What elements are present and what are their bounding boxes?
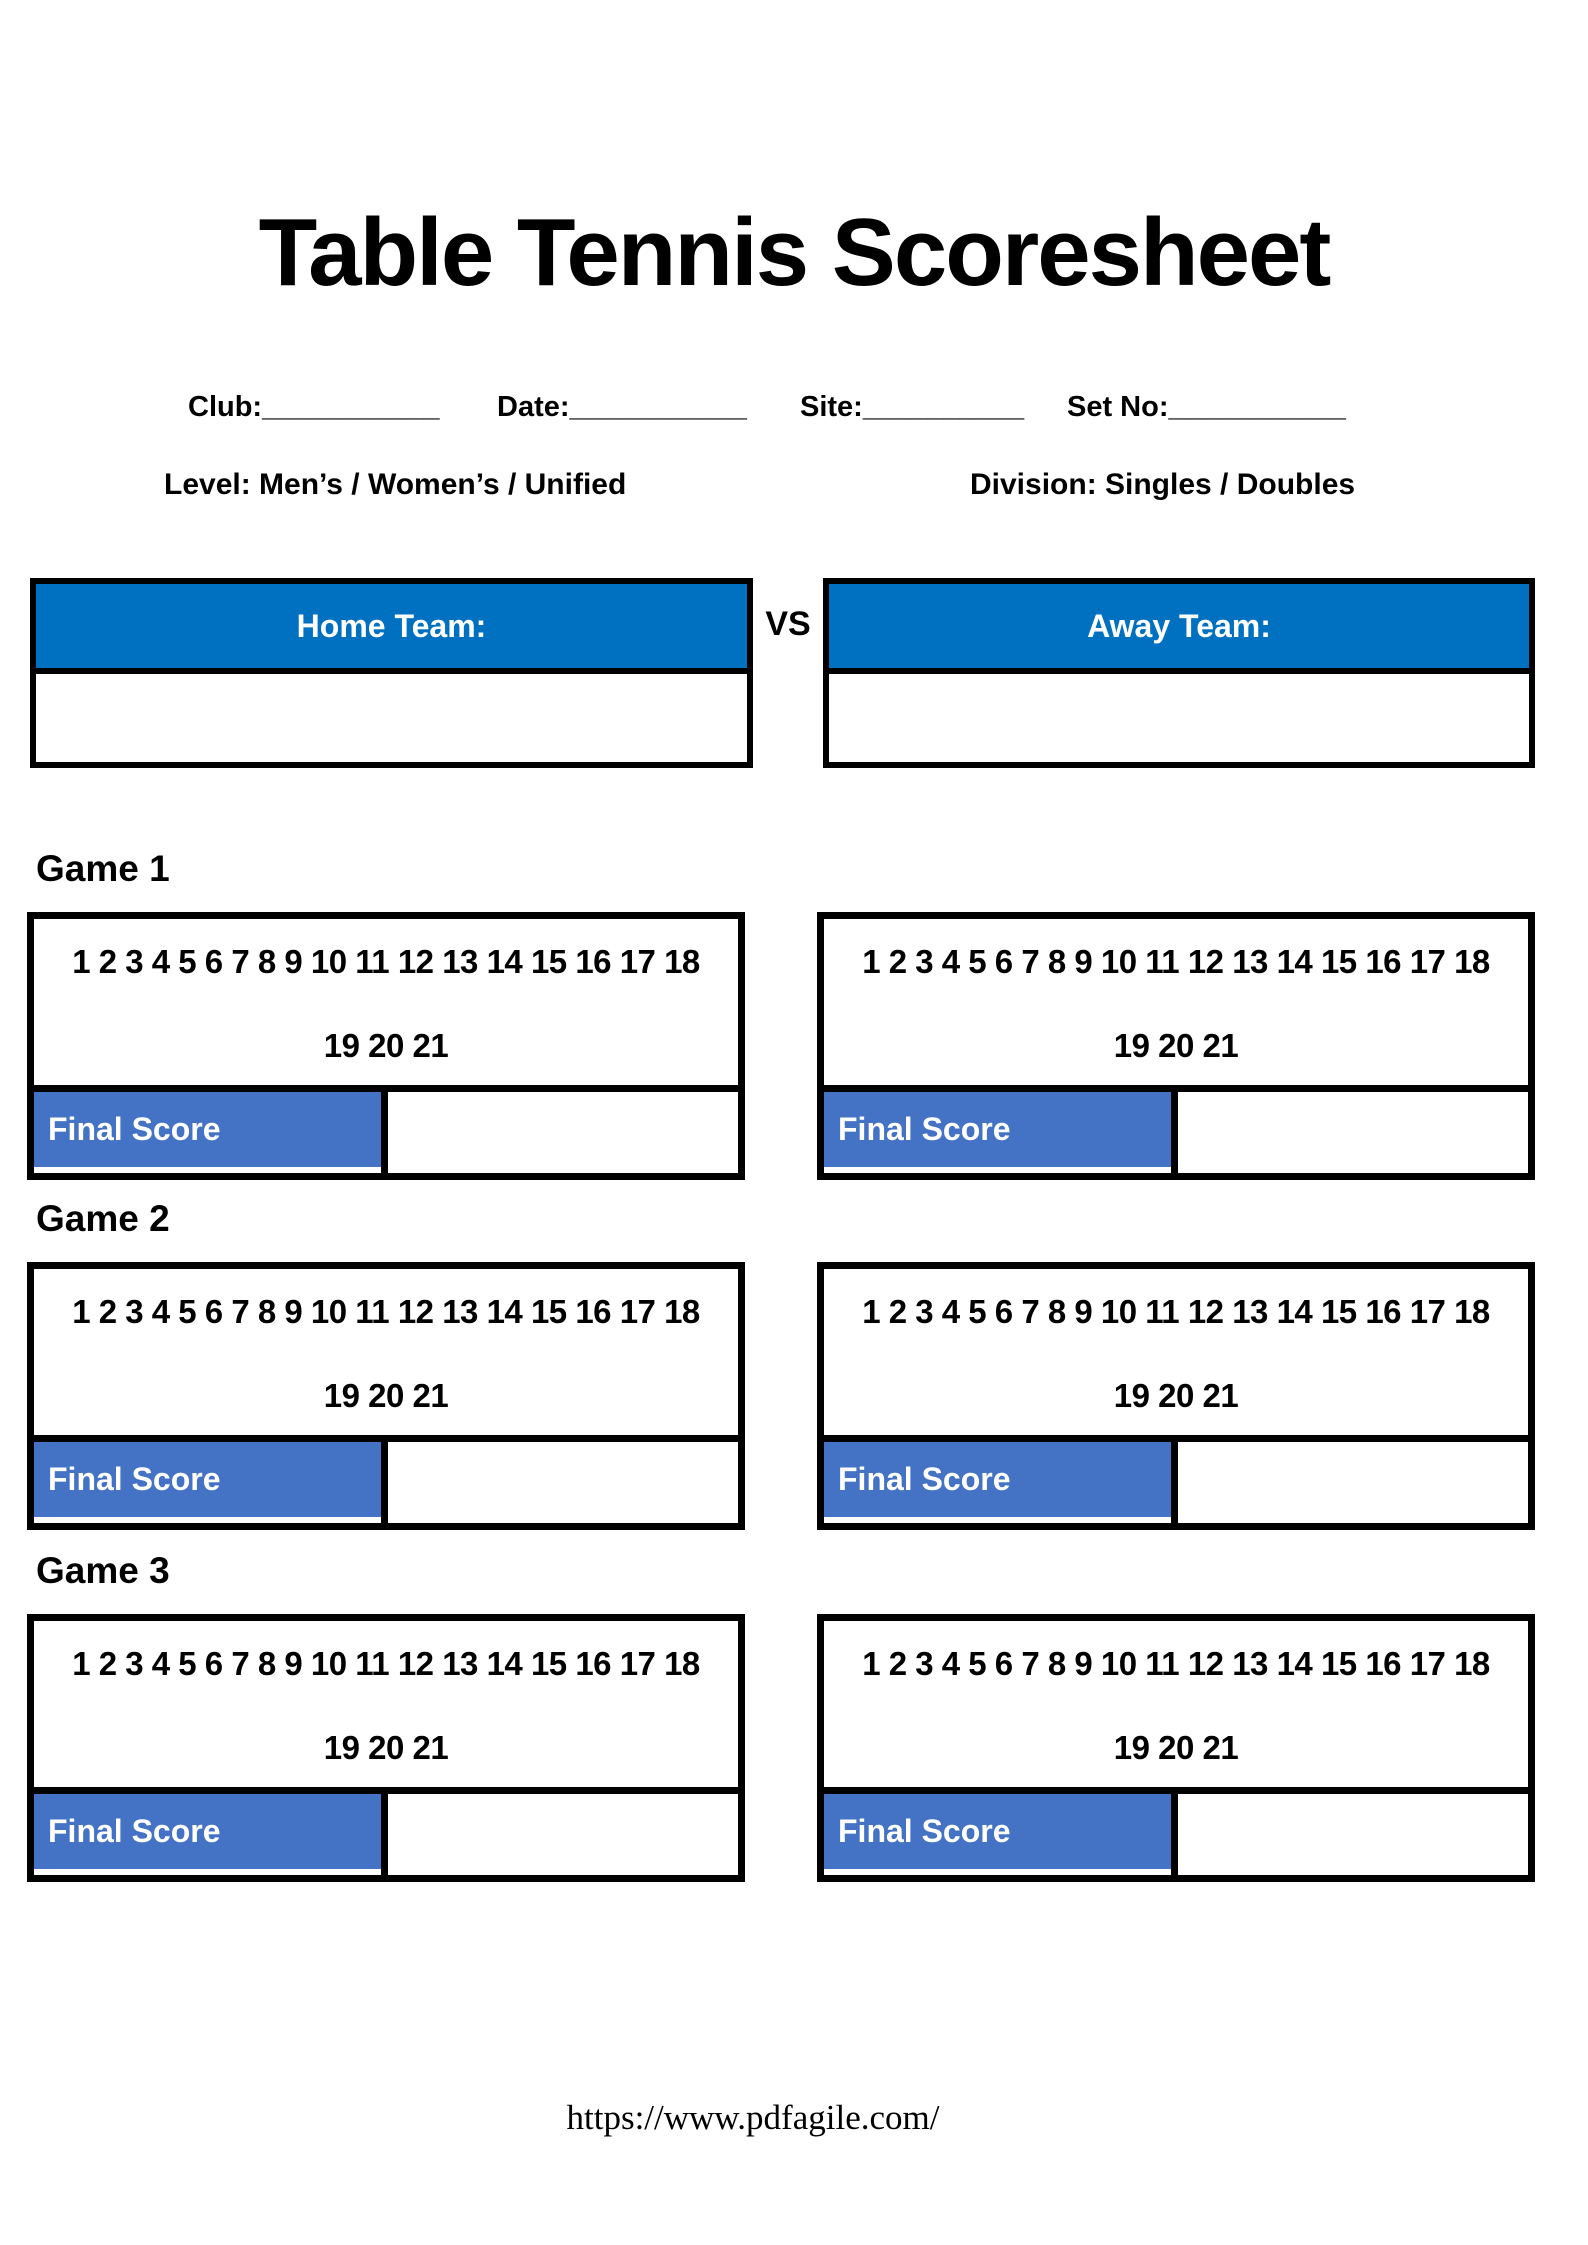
points-line-1-18: 1 2 3 4 5 6 7 8 9 10 11 12 13 14 15 16 1… bbox=[862, 943, 1490, 980]
site-field: Site:__________ bbox=[800, 391, 1024, 424]
game-3-label: Game 3 bbox=[36, 1550, 170, 1591]
final-score-label: Final Score bbox=[824, 1092, 1171, 1167]
game-3-home-final-score-cell[interactable] bbox=[388, 1794, 738, 1875]
game-2-home-final-row: Final Score bbox=[34, 1435, 738, 1523]
away-team-label: Away Team: bbox=[1087, 607, 1271, 644]
home-team-header: Home Team: bbox=[36, 584, 747, 674]
game-1-home-final-score-cell[interactable] bbox=[388, 1092, 738, 1173]
game-2-home-final-score-cell[interactable] bbox=[388, 1442, 738, 1523]
points-line-19-21: 19 20 21 bbox=[1113, 1377, 1239, 1414]
footer-url[interactable]: https://www.pdfagile.com/ bbox=[566, 2098, 940, 2137]
points-line-1-18: 1 2 3 4 5 6 7 8 9 10 11 12 13 14 15 16 1… bbox=[72, 1293, 700, 1330]
page-title: Table Tennis Scoresheet bbox=[258, 199, 1332, 306]
game-3-home-points-grid[interactable]: 1 2 3 4 5 6 7 8 9 10 11 12 13 14 15 16 1… bbox=[34, 1621, 738, 1787]
game-3-away-score-panel: 1 2 3 4 5 6 7 8 9 10 11 12 13 14 15 16 1… bbox=[817, 1614, 1535, 1882]
final-score-label-cell: Final Score bbox=[824, 1092, 1178, 1173]
game-1-home-points-grid[interactable]: 1 2 3 4 5 6 7 8 9 10 11 12 13 14 15 16 1… bbox=[34, 919, 738, 1085]
final-score-label-cell: Final Score bbox=[34, 1092, 388, 1173]
points-line-19-21: 19 20 21 bbox=[323, 1027, 449, 1064]
game-3-away-final-score-cell[interactable] bbox=[1178, 1794, 1528, 1875]
points-line-1-18: 1 2 3 4 5 6 7 8 9 10 11 12 13 14 15 16 1… bbox=[72, 943, 700, 980]
away-team-header: Away Team: bbox=[829, 584, 1529, 674]
level-options-line: Level: Men’s / Women’s / Unified bbox=[164, 468, 627, 501]
points-line-19-21: 19 20 21 bbox=[323, 1377, 449, 1414]
date-label: Date: bbox=[497, 391, 570, 423]
division-options-line: Division: Singles / Doubles bbox=[970, 468, 1356, 501]
game-2-away-final-score-cell[interactable] bbox=[1178, 1442, 1528, 1523]
final-score-label: Final Score bbox=[34, 1794, 381, 1869]
game-1-label: Game 1 bbox=[36, 848, 170, 889]
game-3-away-points-grid[interactable]: 1 2 3 4 5 6 7 8 9 10 11 12 13 14 15 16 1… bbox=[824, 1621, 1528, 1787]
final-score-label: Final Score bbox=[824, 1442, 1171, 1517]
final-score-label: Final Score bbox=[34, 1092, 381, 1167]
game-3-home-score-panel: 1 2 3 4 5 6 7 8 9 10 11 12 13 14 15 16 1… bbox=[27, 1614, 745, 1882]
away-team-box: Away Team: bbox=[823, 578, 1535, 768]
club-blank[interactable]: ___________ bbox=[262, 391, 440, 423]
date-blank[interactable]: ___________ bbox=[569, 391, 747, 423]
final-score-label: Final Score bbox=[34, 1442, 381, 1517]
site-label: Site: bbox=[800, 391, 863, 423]
set-no-label: Set No: bbox=[1067, 391, 1169, 423]
home-team-box: Home Team: bbox=[30, 578, 753, 768]
game-2-label: Game 2 bbox=[36, 1198, 170, 1239]
set-no-field: Set No:___________ bbox=[1067, 391, 1346, 424]
vs-label: VS bbox=[765, 605, 811, 643]
game-1-away-points-grid[interactable]: 1 2 3 4 5 6 7 8 9 10 11 12 13 14 15 16 1… bbox=[824, 919, 1528, 1085]
game-2-away-points-grid[interactable]: 1 2 3 4 5 6 7 8 9 10 11 12 13 14 15 16 1… bbox=[824, 1269, 1528, 1435]
game-2-home-points-grid[interactable]: 1 2 3 4 5 6 7 8 9 10 11 12 13 14 15 16 1… bbox=[34, 1269, 738, 1435]
game-2-away-score-panel: 1 2 3 4 5 6 7 8 9 10 11 12 13 14 15 16 1… bbox=[817, 1262, 1535, 1530]
points-line-19-21: 19 20 21 bbox=[1113, 1027, 1239, 1064]
final-score-label-cell: Final Score bbox=[34, 1442, 388, 1523]
game-1-home-final-row: Final Score bbox=[34, 1085, 738, 1173]
points-line-1-18: 1 2 3 4 5 6 7 8 9 10 11 12 13 14 15 16 1… bbox=[72, 1645, 700, 1682]
game-2-home-score-panel: 1 2 3 4 5 6 7 8 9 10 11 12 13 14 15 16 1… bbox=[27, 1262, 745, 1530]
game-1-away-final-score-cell[interactable] bbox=[1178, 1092, 1528, 1173]
points-line-19-21: 19 20 21 bbox=[1113, 1729, 1239, 1766]
game-1-away-score-panel: 1 2 3 4 5 6 7 8 9 10 11 12 13 14 15 16 1… bbox=[817, 912, 1535, 1180]
home-team-name-cell[interactable] bbox=[36, 674, 747, 762]
club-label: Club: bbox=[188, 391, 263, 423]
game-1-home-score-panel: 1 2 3 4 5 6 7 8 9 10 11 12 13 14 15 16 1… bbox=[27, 912, 745, 1180]
final-score-label-cell: Final Score bbox=[34, 1794, 388, 1875]
club-field: Club:___________ bbox=[188, 391, 440, 424]
points-line-1-18: 1 2 3 4 5 6 7 8 9 10 11 12 13 14 15 16 1… bbox=[862, 1293, 1490, 1330]
points-line-1-18: 1 2 3 4 5 6 7 8 9 10 11 12 13 14 15 16 1… bbox=[862, 1645, 1490, 1682]
final-score-label: Final Score bbox=[824, 1794, 1171, 1869]
game-2-away-final-row: Final Score bbox=[824, 1435, 1528, 1523]
site-blank[interactable]: __________ bbox=[862, 391, 1025, 423]
date-field: Date:___________ bbox=[497, 391, 747, 424]
away-team-name-cell[interactable] bbox=[829, 674, 1529, 762]
game-1-away-final-row: Final Score bbox=[824, 1085, 1528, 1173]
points-line-19-21: 19 20 21 bbox=[323, 1729, 449, 1766]
final-score-label-cell: Final Score bbox=[824, 1442, 1178, 1523]
final-score-label-cell: Final Score bbox=[824, 1794, 1178, 1875]
game-3-home-final-row: Final Score bbox=[34, 1787, 738, 1875]
home-team-label: Home Team: bbox=[296, 607, 487, 644]
set-no-blank[interactable]: ___________ bbox=[1168, 391, 1346, 423]
game-3-away-final-row: Final Score bbox=[824, 1787, 1528, 1875]
